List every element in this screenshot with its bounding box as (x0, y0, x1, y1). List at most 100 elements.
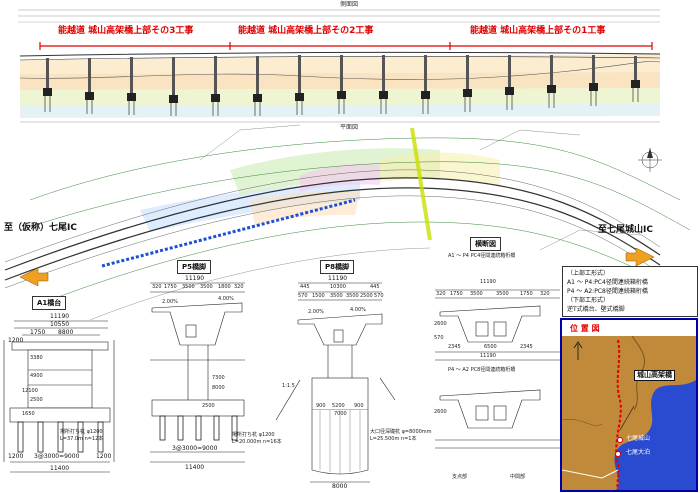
location-ic-1: 七尾城山 (626, 435, 651, 442)
p8-dim-4: 570 (298, 293, 308, 299)
a1-dim-1200-top: 1200 (8, 337, 24, 344)
legend-line-3: 逆T式橋台、壁式橋脚 (567, 306, 625, 313)
p8-pct-left: 2.00% (308, 309, 324, 315)
a1-v2: 4900 (30, 373, 43, 379)
cross-row1-label: A1 ～ P4 PC4径間連続箱桁橋 (448, 253, 516, 259)
legend-lower-heading: （下部工形式） (567, 297, 610, 304)
plan-view-title: 平面図 (340, 124, 359, 131)
cross-dim-total: 11190 (480, 279, 496, 285)
p8-dim-9: 570 (374, 293, 384, 299)
location-map: 位 置 図 城山高架橋 七尾城山 七尾大泊 (560, 318, 698, 492)
p8-slope: 1:1.5 (282, 383, 295, 389)
a1-pile-note-2: L=37.0m n=12本 (60, 436, 104, 442)
p8-pier-label: P8橋脚 (320, 260, 355, 274)
p5-pier-graphic (150, 282, 245, 463)
a1-abutment-label: A1橋台 (32, 296, 67, 310)
cross-dim-10: 2345 (520, 344, 533, 350)
p5-pile-note-1: 場所打ち杭 φ1200 (232, 432, 275, 438)
a1-v4: 2500 (30, 397, 43, 403)
p8-dim-8: 2500 (360, 293, 373, 299)
p8-v2: 5200 (332, 403, 345, 409)
p5-pct-left: 2.00% (162, 299, 178, 305)
a1-bottom-total: 11400 (50, 465, 70, 472)
p5-pier-label: P5橋脚 (177, 260, 212, 274)
cross-v2: 2600 (434, 409, 447, 415)
cross-v1: 2600 (434, 321, 447, 327)
a1-dim-total: 11190 (50, 313, 70, 320)
direction-right-label: 至七尾城山IC (598, 225, 653, 235)
side-view-graphic (18, 9, 661, 123)
p8-pier-graphic (275, 282, 396, 483)
p8-v4: 900 (354, 403, 364, 409)
a1-pile-note-1: 場所打ち杭 φ1200 (60, 429, 103, 435)
p8-cyl-note-1: 大口径深礎杭 φ=8000mm (370, 429, 432, 435)
p8-dim-6: 3500 (330, 293, 343, 299)
plan-view-graphic (4, 124, 691, 321)
cross-section-label: 横断図 (470, 237, 501, 251)
legend-line-2: P4 ～ A2:PC8径間連続箱桁橋 (567, 288, 648, 295)
cross-dim-7: 570 (434, 335, 444, 341)
cross-caption-right: 中間部 (510, 474, 526, 480)
p8-dim-2: 10300 (330, 284, 346, 290)
cross-dim-9: 6500 (484, 344, 497, 350)
cross-caption-left: 支点部 (452, 474, 468, 480)
side-view-title: 側面図 (340, 1, 359, 8)
p5-dim-4: 3500 (200, 284, 213, 290)
p5-v2: 8000 (212, 385, 225, 391)
a1-v3: 12100 (22, 388, 38, 394)
cross-section-graphic (435, 289, 560, 449)
location-map-title: 位 置 図 (568, 324, 602, 334)
p8-dim-total: 11190 (328, 275, 348, 282)
p5-v3: 2500 (202, 403, 215, 409)
p5-dim-total: 11190 (185, 275, 205, 282)
p8-dim-7: 3500 (346, 293, 359, 299)
p8-cyl-note-2: L=25.500m n=1本 (370, 436, 417, 442)
a1-dim-1200-right: 1200 (96, 453, 112, 460)
location-ic-2: 七尾大泊 (626, 449, 651, 456)
a1-dim-inner: 10550 (50, 321, 70, 328)
cross-dim-3: 3500 (470, 291, 483, 297)
side-work-label-2: 能越道 城山高架橋上部その2工事 (238, 26, 374, 36)
p8-dim-3: 445 (370, 284, 380, 290)
p5-bottom-breakdown: 3@3000=9000 (172, 445, 218, 452)
p5-pct-right: 4.00% (218, 296, 234, 302)
side-work-label-3: 能越道 城山高架橋上部その3工事 (58, 26, 194, 36)
cross-dim-4: 3500 (496, 291, 509, 297)
a1-dim-1200-left: 1200 (8, 453, 24, 460)
p8-bottom-total: 8000 (332, 483, 348, 490)
p5-v1: 7300 (212, 375, 225, 381)
cross-dim-1: 320 (436, 291, 446, 297)
p8-dim-1: 445 (300, 284, 310, 290)
legend-line-1: A1 ～ P4:PC4径間連続箱桁橋 (567, 279, 648, 286)
a1-v5: 1650 (22, 411, 35, 417)
p8-pct-right: 4.00% (350, 307, 366, 313)
p5-dim-6: 320 (234, 284, 244, 290)
side-work-label-1: 能越道 城山高架橋上部その1工事 (470, 26, 606, 36)
cross-dim-8: 2345 (448, 344, 461, 350)
a1-abutment-graphic (3, 320, 115, 473)
p5-dim-5: 1800 (218, 284, 231, 290)
cross-dim-2: 1750 (450, 291, 463, 297)
cross-row2-label: P4 ～ A2 PC8径間連続箱桁橋 (448, 367, 516, 373)
direction-left-label: 至（仮称）七尾IC (4, 223, 77, 233)
a1-dim-mid: 8800 (58, 329, 74, 336)
legend-upper-heading: （上部工形式） (567, 270, 610, 277)
cross-dim-6: 320 (540, 291, 550, 297)
p8-dim-5: 1500 (312, 293, 325, 299)
p5-dim-1: 320 (152, 284, 162, 290)
cross-dim-5: 1750 (520, 291, 533, 297)
location-bridge-label: 城山高架橋 (634, 370, 675, 381)
p5-bottom-total: 11400 (185, 464, 205, 471)
structure-legend: （上部工形式） A1 ～ P4:PC4径間連続箱桁橋 P4 ～ A2:PC8径間… (562, 266, 698, 317)
a1-v1: 3380 (30, 355, 43, 361)
p8-v3: 7000 (334, 411, 347, 417)
p5-dim-2: 1750 (164, 284, 177, 290)
p8-v1: 900 (316, 403, 326, 409)
location-map-graphic (562, 335, 696, 490)
p5-dim-3: 3500 (182, 284, 195, 290)
a1-bottom-breakdown: 3@3000=9000 (34, 453, 80, 460)
a1-dim-1750: 1750 (30, 329, 46, 336)
p5-pile-note-2: L=20.000m n=16本 (232, 439, 282, 445)
